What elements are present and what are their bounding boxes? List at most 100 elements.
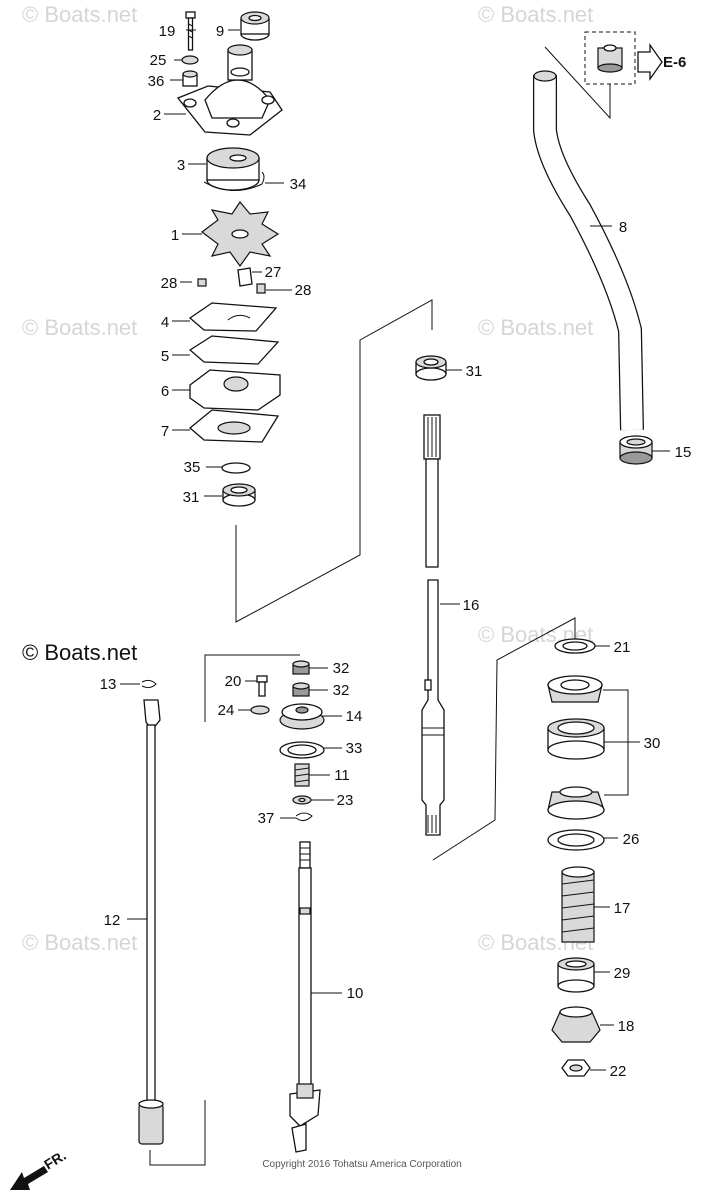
callout-6: 6 [161, 383, 169, 400]
callout-35: 35 [184, 459, 201, 476]
callout-26: 26 [623, 831, 640, 848]
part-36-collar [182, 70, 198, 87]
ref-label-e6: E-6 [663, 54, 686, 71]
part-7-plate [188, 409, 280, 443]
callout-37: 37 [258, 810, 275, 827]
front-direction-arrow: FR. [10, 1147, 69, 1190]
watermark: © Boats.net [478, 315, 593, 340]
part-9-grommet [240, 11, 270, 41]
watermark: © Boats.net [22, 315, 137, 340]
part-28-pin [256, 283, 266, 294]
callout-28: 28 [295, 282, 312, 299]
part-3-pump-case [206, 147, 260, 191]
callout-32: 32 [333, 660, 350, 677]
part-11-spring [294, 763, 310, 787]
callout-12: 12 [104, 912, 121, 929]
callout-30: 30 [644, 735, 661, 752]
callout-27: 27 [265, 264, 282, 281]
callout-25: 25 [150, 52, 167, 69]
callout-28: 28 [161, 275, 178, 292]
part-1-impeller [201, 200, 280, 268]
watermarks: © Boats.net © Boats.net © Boats.net © Bo… [22, 2, 593, 955]
part-13-clip [141, 679, 157, 689]
part-2-pump-housing [176, 44, 283, 136]
part-12-shift-rod [138, 699, 164, 1145]
part-grommet-ref [597, 44, 623, 73]
part-25-washer [181, 55, 199, 65]
callout-8: 8 [619, 219, 627, 236]
callout-19: 19 [159, 23, 176, 40]
part-28-pin [197, 278, 207, 287]
watermark: © Boats.net [22, 2, 137, 27]
callout-31: 31 [466, 363, 483, 380]
part-16-driveshaft [421, 414, 445, 836]
callout-1: 1 [171, 227, 179, 244]
callout-32: 32 [333, 682, 350, 699]
callout-10: 10 [347, 985, 364, 1002]
part-14-shift-lever [279, 703, 325, 730]
callout-labels: 19 9 25 36 2 3 34 1 27 28 28 4 5 6 7 35 … [100, 23, 692, 1080]
callout-29: 29 [614, 965, 631, 982]
callout-5: 5 [161, 348, 169, 365]
part-29-needle-bearing [557, 957, 595, 993]
ref-box-e6: E-6 [584, 31, 686, 85]
callout-36: 36 [148, 73, 165, 90]
callout-17: 17 [614, 900, 631, 917]
part-5-gasket [188, 335, 280, 365]
watermark: © Boats.net [478, 2, 593, 27]
callout-11: 11 [334, 767, 350, 784]
part-22-nut [561, 1059, 591, 1077]
part-10-shift-shaft [289, 841, 321, 1153]
callout-33: 33 [346, 740, 363, 757]
part-37-clip [295, 812, 313, 822]
part-33-o-ring [279, 741, 325, 759]
part-31-oil-seal [222, 483, 256, 507]
part-6-pump-base [189, 369, 281, 411]
ref-leader [544, 46, 611, 120]
callout-leaders [120, 29, 670, 1071]
callout-13: 13 [100, 676, 117, 693]
bracket-line [149, 1100, 206, 1166]
callout-24: 24 [218, 702, 235, 719]
callout-2: 2 [153, 107, 161, 124]
part-4-liner-plate [188, 302, 278, 332]
callout-9: 9 [216, 23, 224, 40]
part-23-washer [292, 795, 312, 805]
watermark: © Boats.net [22, 930, 137, 955]
part-24-washer [250, 705, 270, 715]
part-19-bolt [185, 11, 196, 51]
part-8-water-tube [533, 70, 644, 431]
copyright-text: Copyright 2016 Tohatsu America Corporati… [262, 1159, 461, 1170]
part-34-seal [203, 171, 265, 191]
part-35-o-ring [221, 462, 251, 474]
callout-16: 16 [463, 597, 480, 614]
callout-14: 14 [346, 708, 363, 725]
part-27-key [237, 267, 253, 287]
callout-15: 15 [675, 444, 692, 461]
part-17-spring [561, 866, 595, 943]
callout-31: 31 [183, 489, 200, 506]
callout-21: 21 [614, 639, 631, 656]
part-15-grommet [619, 435, 653, 465]
part-20-screw [256, 675, 268, 697]
callout-4: 4 [161, 314, 169, 331]
callout-23: 23 [337, 792, 354, 809]
part-32-bushing [292, 682, 310, 697]
bracket-line [235, 299, 433, 623]
bracket-line [432, 617, 576, 861]
bracket-line [204, 654, 300, 722]
part-30-gear-set [547, 675, 605, 820]
callout-22: 22 [610, 1063, 627, 1080]
callout-7: 7 [161, 423, 169, 440]
callout-34: 34 [290, 176, 307, 193]
callout-18: 18 [618, 1018, 635, 1035]
part-31-oil-seal [415, 355, 447, 381]
part-18-pinion-gear [551, 1006, 601, 1043]
callout-20: 20 [225, 673, 242, 690]
part-26-shim [547, 829, 605, 851]
part-21-shim [554, 638, 596, 654]
part-32-bushing [292, 660, 310, 675]
callout-3: 3 [177, 157, 185, 174]
brand-mark: © Boats.net [22, 640, 137, 665]
